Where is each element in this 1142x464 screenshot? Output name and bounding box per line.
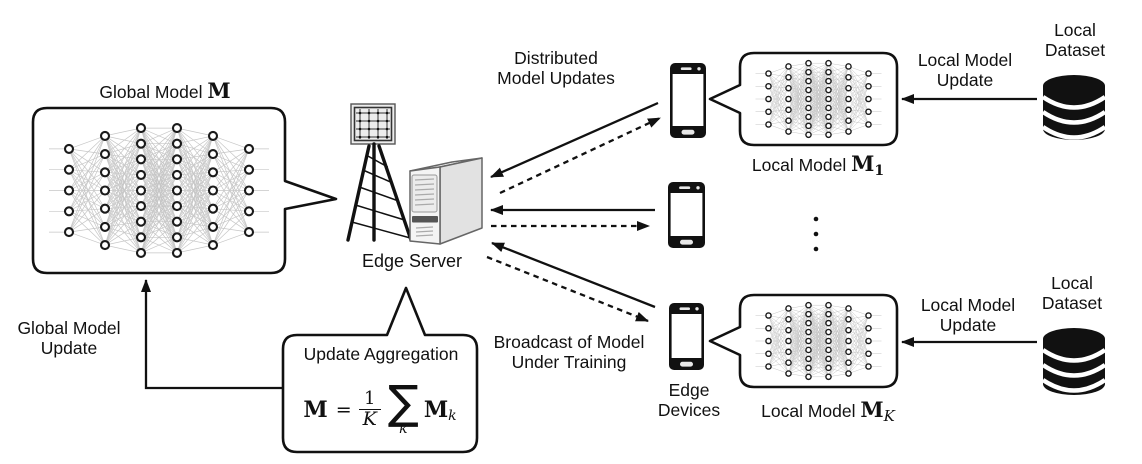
local-dataset-bottom-label: Local Dataset [1041, 273, 1103, 313]
uplink-arrow-top [490, 101, 659, 179]
summation-term: M k [423, 397, 457, 424]
local-model-1-network [755, 59, 882, 139]
local-model-K-label: Local Model MK [761, 397, 895, 425]
edge-device-phones [668, 63, 706, 370]
local-model-1-label: Local Model M1 [751, 151, 885, 179]
local-model-K-network [755, 301, 882, 381]
update-aggregation-title: Update Aggregation [303, 344, 459, 364]
uplink-arrow-bottom [491, 241, 656, 309]
arrows [141, 94, 1037, 390]
global-model-update-label: Global Model Update [17, 318, 121, 358]
aggregation-formula: M = 1 K ∑ k M k [303, 374, 457, 438]
global-update-arrow [141, 279, 283, 390]
update-aggregation-bubble [281, 286, 479, 454]
smartphone-icon [669, 303, 704, 370]
downlink-arrow-bottom [486, 255, 649, 323]
edge-server-label: Edge Server [361, 251, 463, 271]
smartphone-icon [668, 182, 705, 248]
global-model-label: Global Model M [99, 78, 231, 103]
summation-symbol: ∑ k [387, 374, 419, 438]
ellipsis-icon [813, 216, 819, 252]
smartphone-icon [670, 63, 706, 138]
antenna-tower-icon [346, 103, 413, 242]
edge-devices-label: Edge Devices [657, 380, 721, 420]
fraction-1-over-K: 1 K [358, 389, 381, 430]
global-model-network [49, 123, 269, 258]
downlink-arrow-top [499, 116, 661, 195]
distributed-updates-label: Distributed Model Updates [497, 48, 615, 88]
database-icon-bottom [1041, 328, 1107, 395]
local-model-update-bottom-label: Local Model Update [920, 295, 1016, 335]
database-icon-top [1041, 75, 1107, 140]
local-model-update-top-label: Local Model Update [917, 50, 1013, 90]
local-dataset-top-label: Local Dataset [1044, 20, 1106, 60]
broadcast-label: Broadcast of Model Under Training [493, 332, 645, 372]
server-tower-icon [409, 157, 483, 245]
